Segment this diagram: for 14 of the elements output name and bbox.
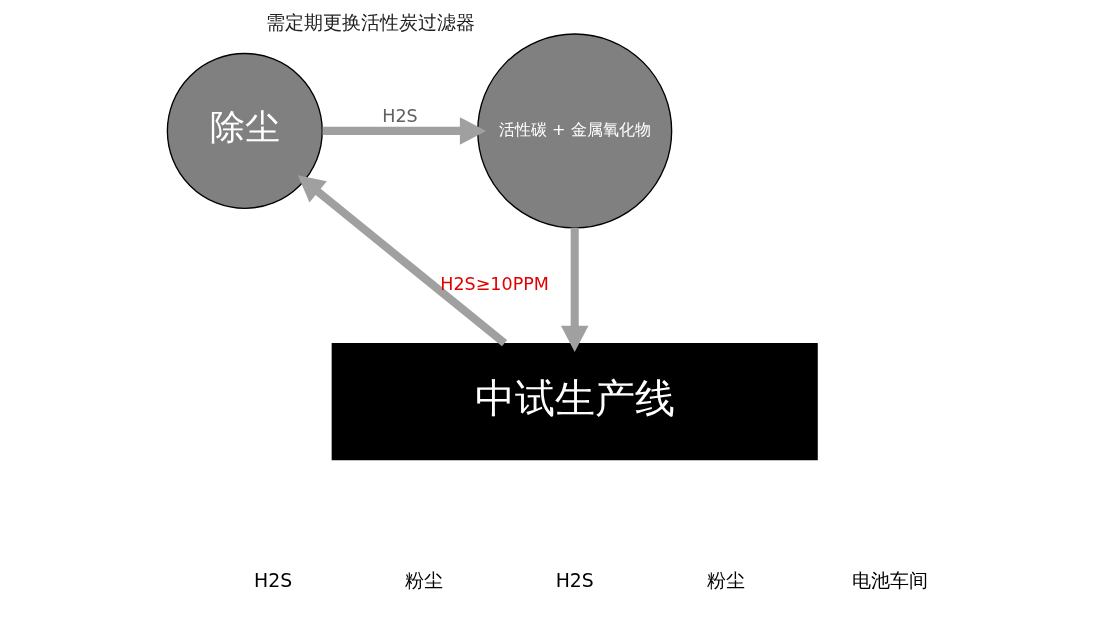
label: H2S <box>254 569 293 591</box>
label: 粉尘 <box>404 569 443 591</box>
label: 电池车间 <box>851 569 928 591</box>
edge-label: H2S≥10PPM <box>440 274 549 295</box>
edge-label: H2S <box>382 106 418 127</box>
arrow <box>560 227 589 352</box>
arrow <box>297 175 508 347</box>
label: 粉尘 <box>706 569 745 591</box>
node-circle: 活性碳 + 金属氧化物 <box>477 33 673 229</box>
node-label: 需定期更换活性炭过滤器 <box>266 11 476 33</box>
node-box: 中试生产线 <box>331 343 818 461</box>
label: H2S <box>555 569 594 591</box>
node-circle: 除尘 <box>166 52 323 209</box>
arrow <box>322 117 487 145</box>
